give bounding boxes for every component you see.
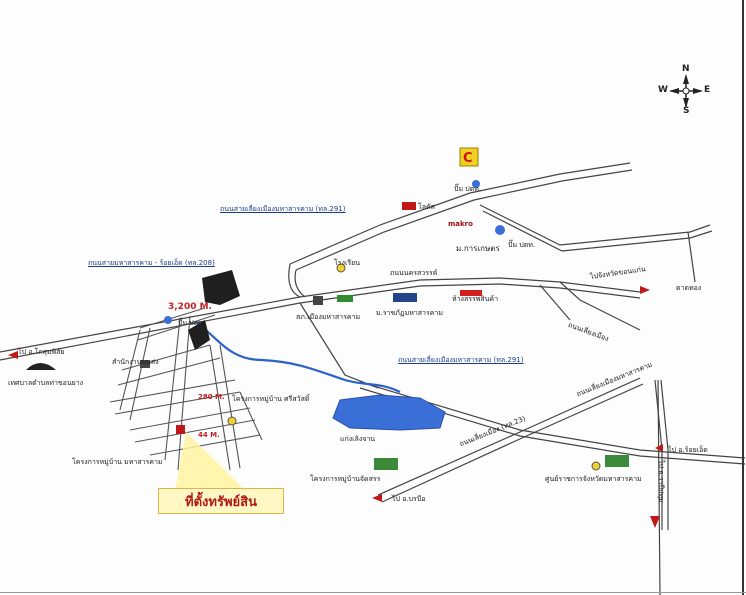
label-school: โรงเรียน bbox=[334, 259, 360, 267]
label-village-1: โครงการหมู่บ้านจัดสรร bbox=[310, 475, 381, 483]
office-icon bbox=[140, 360, 150, 368]
label-road-left: ถนนสายมหาสารคาม - ร้อยเอ็ด (ทล.208) bbox=[88, 259, 215, 267]
compass-w: W bbox=[658, 85, 668, 95]
callout-pointer bbox=[175, 432, 245, 490]
c-logo-icon bbox=[459, 147, 479, 167]
label-pump-2: ปั๊ม ปตท. bbox=[508, 241, 536, 249]
river bbox=[195, 321, 401, 393]
village-icon-2 bbox=[605, 455, 629, 467]
label-market: ห้างสรรพสินค้า bbox=[452, 295, 499, 303]
label-road-mid: ถนนนครสวรรค์ bbox=[390, 269, 438, 277]
label-right-roiet: ไป อ.ร้อยเอ็ด bbox=[668, 446, 708, 454]
arrow-west-icon bbox=[8, 351, 18, 359]
market-icon bbox=[460, 290, 482, 296]
label-road-top: ถนนสายเลี่ยงเมืองมหาสารคาม (ทล.291) bbox=[220, 205, 346, 213]
compass-s: S bbox=[683, 106, 690, 116]
police-icon bbox=[313, 296, 323, 305]
property-marker bbox=[176, 425, 185, 434]
forest-area-2 bbox=[188, 320, 210, 350]
label-left-temple: เทศบาลตำบลท่าขอนยาง bbox=[8, 379, 84, 387]
arrow-down-icon bbox=[650, 516, 660, 528]
compass-n: N bbox=[682, 64, 690, 74]
temple-marker-icon bbox=[227, 416, 237, 426]
label-bottom-left: ไป อ.บรบือ bbox=[392, 495, 426, 503]
green-building-icon bbox=[337, 295, 353, 302]
forest-area bbox=[202, 270, 240, 305]
label-road-center: ถนนสายเลี่ยงเมืองมหาสารคาม (ทล.291) bbox=[398, 356, 524, 364]
label-pump-1: ปั๊ม ปตท. bbox=[454, 185, 482, 193]
subdivision-roads bbox=[109, 307, 263, 471]
reservoir-shape bbox=[332, 394, 446, 431]
label-makro: makro bbox=[448, 220, 473, 228]
property-callout: ที่ตั้งทรัพย์สิน bbox=[158, 488, 284, 514]
label-left-office: สำนักงานขนส่ง bbox=[112, 358, 159, 366]
label-right-far: ไป อ.วาปีปทุม bbox=[657, 460, 665, 503]
label-right-place: ตาดทอง bbox=[676, 284, 702, 292]
label-left-town: ไป อ.โกสุมพิสัย bbox=[18, 348, 65, 356]
pump-icon-1 bbox=[495, 225, 505, 235]
label-lotus: โลตัส bbox=[418, 203, 435, 211]
label-village-3: โครงการหมู่บ้าน ศรีสวัสดิ์ bbox=[232, 395, 310, 403]
frame-bottom bbox=[0, 592, 746, 593]
label-kasikorn: ม.การเกษตร bbox=[456, 244, 500, 253]
roads bbox=[0, 162, 746, 595]
svg-text:C: C bbox=[463, 151, 473, 166]
label-police: สภ.เมืองมหาสารคาม bbox=[296, 313, 361, 321]
compass-e: E bbox=[704, 85, 711, 95]
pump-icon-3 bbox=[472, 180, 480, 188]
distance-main: 3,200 M. bbox=[168, 302, 212, 312]
label-village-2: โครงการหมู่บ้าน มหาสารคาม bbox=[72, 458, 163, 466]
compass-icon bbox=[669, 74, 703, 108]
arrow-east2-icon bbox=[655, 444, 663, 452]
pump-icon-2 bbox=[164, 316, 172, 324]
arrow-south-icon bbox=[372, 494, 382, 502]
admin-marker-icon bbox=[591, 461, 601, 471]
school-icon bbox=[336, 263, 346, 273]
distance-3: 44 M. bbox=[198, 431, 220, 439]
label-pump-3: ปั๊ม ปตท. bbox=[178, 319, 206, 327]
arrow-east-icon bbox=[640, 286, 650, 294]
label-reservoir: แก่งเลิงจาน bbox=[340, 435, 376, 443]
frame-right bbox=[742, 0, 744, 595]
village-icon-1 bbox=[374, 458, 398, 470]
temple-icon bbox=[26, 363, 56, 370]
label-hospital: ม.ราชภัฏมหาสารคาม bbox=[376, 309, 443, 317]
blue-building-icon bbox=[393, 293, 417, 302]
distance-2: 280 M. bbox=[198, 393, 225, 401]
lotus-logo-icon bbox=[402, 202, 416, 210]
label-right-admin: ศูนย์ราชการจังหวัดมหาสารคาม bbox=[545, 475, 642, 483]
